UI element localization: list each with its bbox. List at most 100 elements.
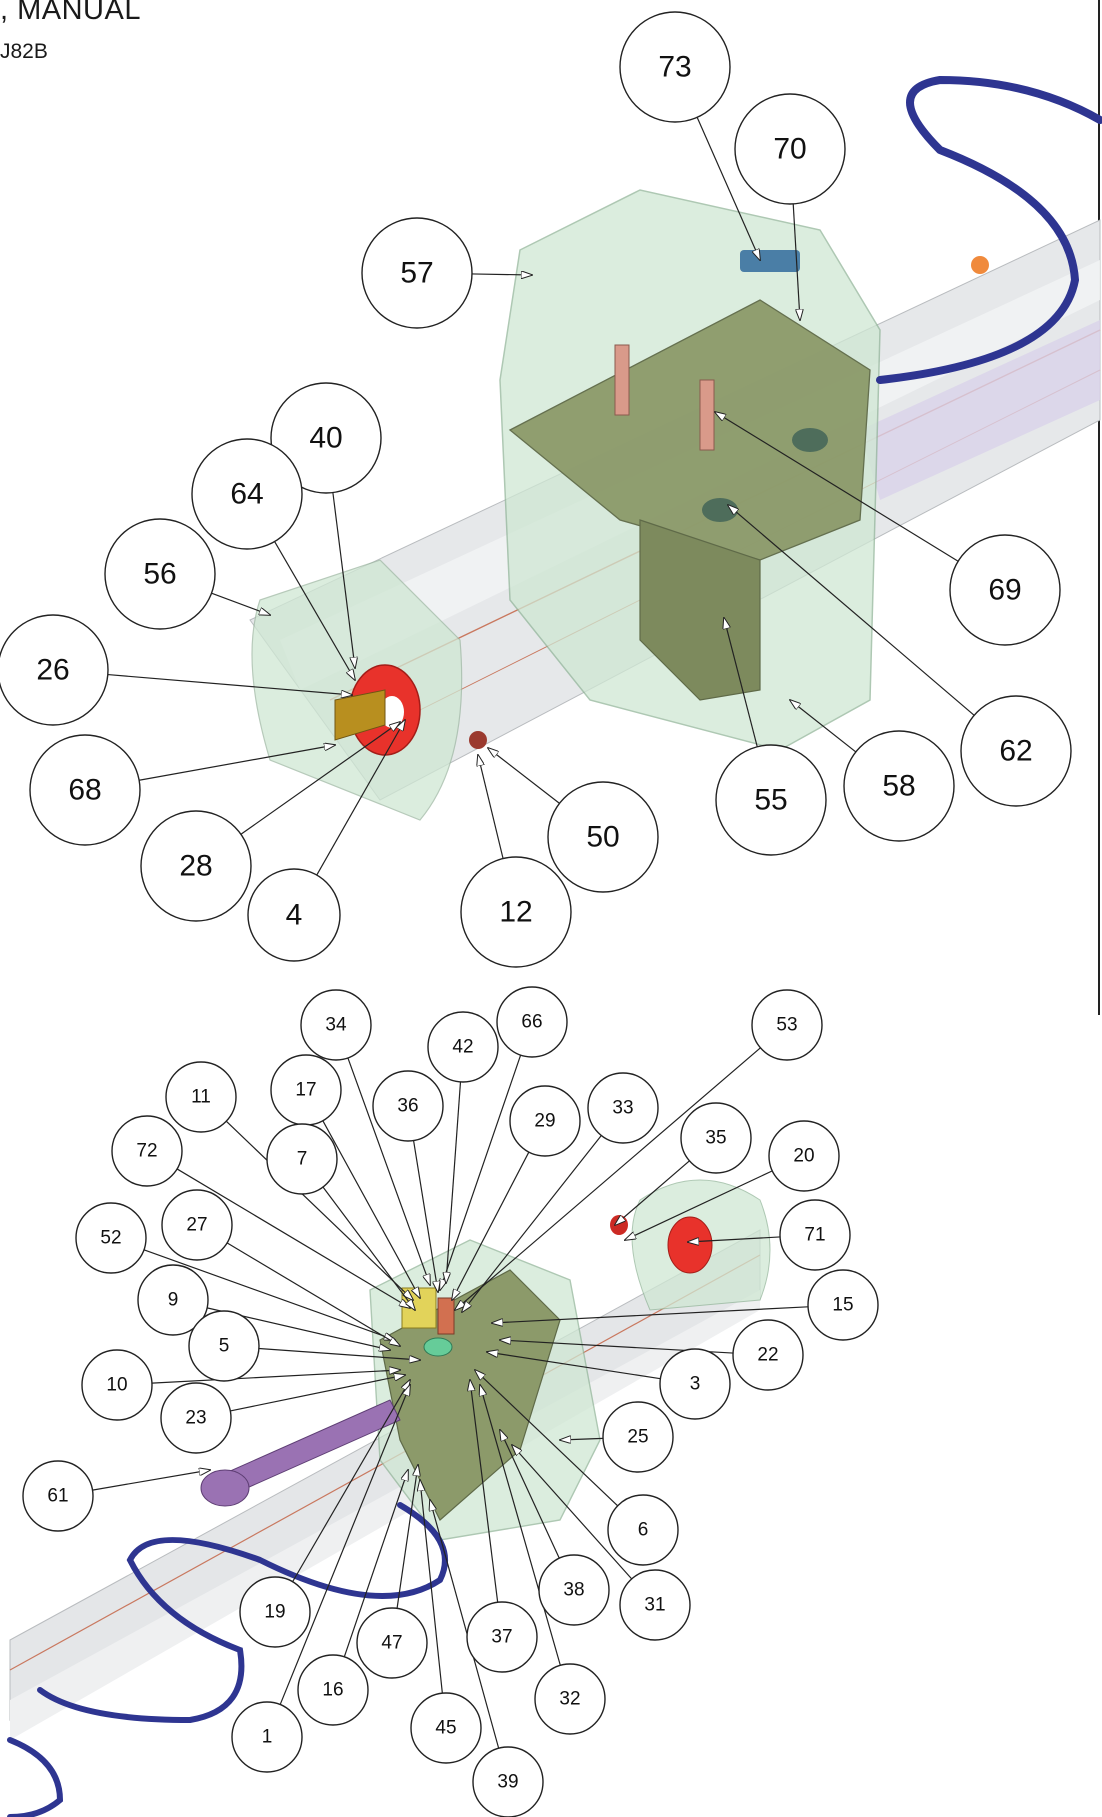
upper-leader-50 xyxy=(488,748,560,804)
callout-number: 69 xyxy=(988,574,1021,607)
callout-number: 6 xyxy=(638,1520,649,1541)
lower-leader-29 xyxy=(452,1151,530,1300)
lower-leader-45 xyxy=(420,1480,443,1694)
lower-leader-17 xyxy=(322,1120,420,1298)
upper-leader-68 xyxy=(139,745,335,781)
callout-circle xyxy=(509,1085,581,1157)
upper-leader-70 xyxy=(792,203,800,320)
callout-number: 47 xyxy=(381,1633,402,1654)
upper-assembly xyxy=(249,75,1102,821)
lower-leader-53 xyxy=(455,1047,761,1310)
lower-leader-34 xyxy=(347,1057,430,1285)
upper-callout-64: 64 xyxy=(191,438,303,550)
upper-callout-55: 55 xyxy=(715,744,827,856)
callout-number: 23 xyxy=(185,1408,206,1429)
lower-callout-34: 34 xyxy=(300,989,372,1061)
callout-number: 56 xyxy=(143,558,176,591)
callout-circle xyxy=(81,1349,153,1421)
callout-circle xyxy=(140,810,252,922)
upper-leader-lines xyxy=(107,117,975,876)
upper-callout-50: 50 xyxy=(547,781,659,893)
upper-callout-70: 70 xyxy=(734,93,846,205)
lower-leader-66 xyxy=(440,1054,522,1290)
callout-circle xyxy=(602,1401,674,1473)
callout-circle xyxy=(356,1607,428,1679)
lower-callout-53: 53 xyxy=(751,989,823,1061)
callout-number: 26 xyxy=(36,654,69,687)
callout-number: 58 xyxy=(882,770,915,803)
lower-callout-7: 7 xyxy=(266,1123,338,1195)
lower-callout-9: 9 xyxy=(137,1264,209,1336)
lower-cable xyxy=(7,1502,448,1817)
upper-callout-56: 56 xyxy=(104,518,216,630)
lower-leader-15 xyxy=(492,1306,809,1323)
upper-leader-57 xyxy=(471,274,532,275)
lower-callout-42: 42 xyxy=(427,1011,499,1083)
lower-leader-10 xyxy=(151,1370,400,1384)
callout-circle xyxy=(270,382,382,494)
lower-callout-10: 10 xyxy=(81,1349,153,1421)
callout-circle xyxy=(372,1070,444,1142)
lower-callout-27: 27 xyxy=(161,1189,233,1261)
callout-number: 29 xyxy=(534,1111,555,1132)
lower-copper-block xyxy=(437,1297,455,1335)
lower-callout-61: 61 xyxy=(22,1460,94,1532)
callout-circle xyxy=(547,781,659,893)
upper-leader-40 xyxy=(332,492,355,668)
lower-seal xyxy=(423,1337,453,1357)
callout-circle xyxy=(137,1264,209,1336)
lower-callout-71: 71 xyxy=(779,1199,851,1271)
upper-leader-58 xyxy=(790,700,857,753)
lower-leader-61 xyxy=(92,1470,210,1491)
lower-leader-36 xyxy=(412,1140,438,1292)
callout-circle xyxy=(191,438,303,550)
lower-red-wheel xyxy=(667,1216,713,1274)
upper-callout-62: 62 xyxy=(960,695,1072,807)
callout-number: 5 xyxy=(219,1336,230,1357)
lower-callout-66: 66 xyxy=(496,986,568,1058)
callout-number: 28 xyxy=(179,850,212,883)
callout-number: 37 xyxy=(491,1627,512,1648)
upper-callout-28: 28 xyxy=(140,810,252,922)
callout-circle xyxy=(160,1382,232,1454)
callout-circle xyxy=(843,730,955,842)
callout-number: 36 xyxy=(397,1096,418,1117)
lower-callout-22: 22 xyxy=(732,1319,804,1391)
lower-leader-6 xyxy=(475,1370,619,1507)
upper-callout-40: 40 xyxy=(270,382,382,494)
upper-callout-4: 4 xyxy=(247,868,341,962)
callout-circle xyxy=(960,695,1072,807)
lower-leader-72 xyxy=(176,1168,410,1308)
callout-circle xyxy=(460,856,572,968)
callout-number: 9 xyxy=(168,1290,179,1311)
lower-leader-71 xyxy=(688,1236,781,1242)
callout-number: 19 xyxy=(264,1602,285,1623)
callout-circle xyxy=(161,1189,233,1261)
callout-number: 31 xyxy=(644,1595,665,1616)
callout-circle xyxy=(29,734,141,846)
callout-circle xyxy=(807,1269,879,1341)
lower-leader-31 xyxy=(512,1445,633,1580)
callout-circle xyxy=(231,1701,303,1773)
callout-number: 34 xyxy=(325,1015,347,1036)
upper-callout-26: 26 xyxy=(0,614,109,726)
callout-circle xyxy=(732,1319,804,1391)
upper-leader-55 xyxy=(724,618,758,747)
callout-number: 40 xyxy=(309,422,342,455)
lower-purple-tool xyxy=(200,1399,401,1507)
callout-number: 11 xyxy=(191,1087,211,1108)
callout-number: 32 xyxy=(559,1689,580,1710)
callout-number: 53 xyxy=(776,1015,797,1036)
callout-number: 66 xyxy=(521,1012,542,1033)
callout-circle xyxy=(239,1576,311,1648)
callout-circle xyxy=(111,1115,183,1187)
callout-number: 16 xyxy=(322,1680,343,1701)
lower-callout-3: 3 xyxy=(659,1348,731,1420)
callout-number: 62 xyxy=(999,735,1032,768)
upper-leader-62 xyxy=(728,505,975,716)
callout-number: 27 xyxy=(186,1215,207,1236)
callout-circle xyxy=(75,1202,147,1274)
upper-leader-4 xyxy=(316,720,405,876)
